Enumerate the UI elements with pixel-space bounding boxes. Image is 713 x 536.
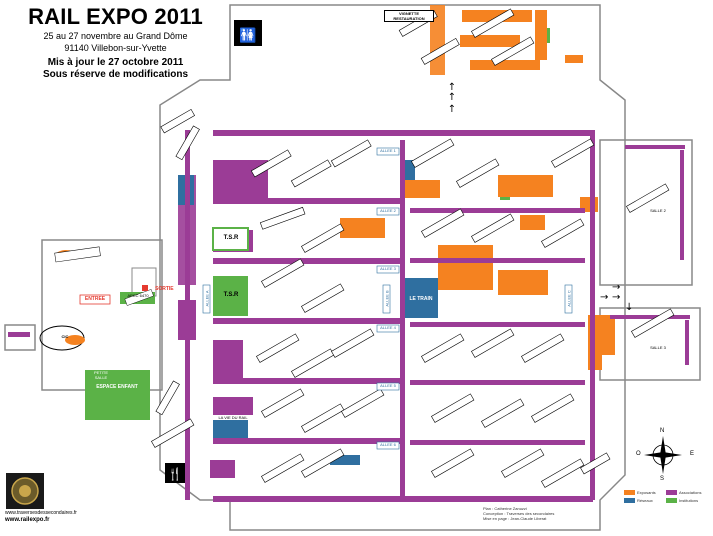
restaurant-icon: [165, 463, 185, 483]
aisle-c-label: ALLEE C: [566, 290, 572, 307]
aisle-b-label: ALLEE B: [384, 290, 390, 307]
svg-text:→: →: [612, 292, 620, 303]
direction-arrows: ↑ ↑ ↑ → → → ↓: [448, 82, 634, 313]
aisle-stripes: [8, 130, 690, 502]
compass-east: E: [690, 451, 695, 457]
footer-web-1[interactable]: www.traversesdessecondaires.fr: [5, 510, 77, 516]
footer-web-2[interactable]: www.railexpo.fr: [5, 517, 50, 523]
stands-layer: [85, 5, 615, 478]
aisle-1-label: ALLEE 1: [380, 148, 396, 153]
legend-item: Institutions: [666, 498, 698, 504]
legend-item: Réseaux: [624, 498, 653, 504]
page-title: RAIL EXPO 2011: [28, 4, 203, 29]
building-outline: [4, 4, 701, 531]
credit-line: Plan : Catherine Zanuzzi: [483, 506, 527, 511]
logo-icon: [6, 473, 44, 509]
room-3-label: SALLE 3: [650, 345, 666, 350]
legend-item: Associations: [666, 490, 701, 496]
aisle-a-label: ALLEE A: [204, 290, 210, 307]
toilets-icon: [234, 20, 262, 46]
compass-west: O: [636, 451, 641, 457]
svg-text:→: →: [600, 292, 608, 303]
footer-web: www.traversesdessecondaires.fr www.raile…: [5, 510, 77, 524]
kids-area-label: ESPACE ENFANT: [96, 384, 138, 390]
svg-text:🚻: 🚻: [239, 27, 256, 44]
compass-north: N: [660, 428, 665, 434]
credits: Plan : Catherine Zanuzzi Conception : Tr…: [483, 506, 603, 521]
cic-label: CIC: [61, 334, 69, 339]
small-room-label: PETITE SALLE: [93, 370, 108, 380]
credit-line: Mise en page : Jean-Claude Liberat: [483, 516, 547, 521]
tsr-label-2: T.S.R: [223, 235, 239, 241]
restauration-label: VIGNETTE RESTAURATION: [384, 10, 434, 22]
svg-text:↑: ↑: [448, 82, 456, 93]
stand-labels: [151, 8, 675, 488]
tsr-label: T.S.R: [223, 292, 239, 298]
entrance-label: ENTREE: [84, 296, 106, 302]
compass-south: S: [660, 476, 665, 482]
le-train-label: LE TRAIN: [409, 296, 433, 302]
credit-line: Conception : Traverses des secondaires: [483, 511, 555, 516]
svg-text:🍴: 🍴: [168, 467, 183, 481]
aisle-4-label: ALLEE 4: [380, 325, 396, 330]
aisle-2-label: ALLEE 2: [380, 208, 396, 213]
svg-text:↑: ↑: [448, 104, 456, 115]
legend-item: Exposants: [624, 490, 656, 496]
update-notice: Mis à jour le 27 octobre 2011: [47, 57, 184, 68]
event-address: 91140 Villebon-sur-Yvette: [64, 43, 167, 53]
aisle-6-label: ALLEE 6: [380, 442, 396, 447]
aisle-5-label: ALLEE 5: [380, 383, 396, 388]
event-dates: 25 au 27 novembre au Grand Dôme: [43, 31, 188, 41]
room-2-label: SALLE 2: [650, 208, 666, 213]
svg-text:→: →: [612, 282, 620, 293]
compass-icon: [644, 436, 682, 474]
aisle-markers: [202, 147, 573, 450]
vie-du-rail-label: LA VIE DU RAIL: [213, 415, 253, 420]
svg-text:↓: ↓: [625, 302, 633, 313]
reserve-notice: Sous réserve de modifications: [42, 69, 189, 80]
exit-label: SORTIE: [155, 286, 174, 292]
apcc-label: APCC 6470: [127, 293, 149, 298]
svg-text:↑: ↑: [448, 92, 456, 103]
aisle-3-label: ALLEE 3: [380, 266, 396, 271]
